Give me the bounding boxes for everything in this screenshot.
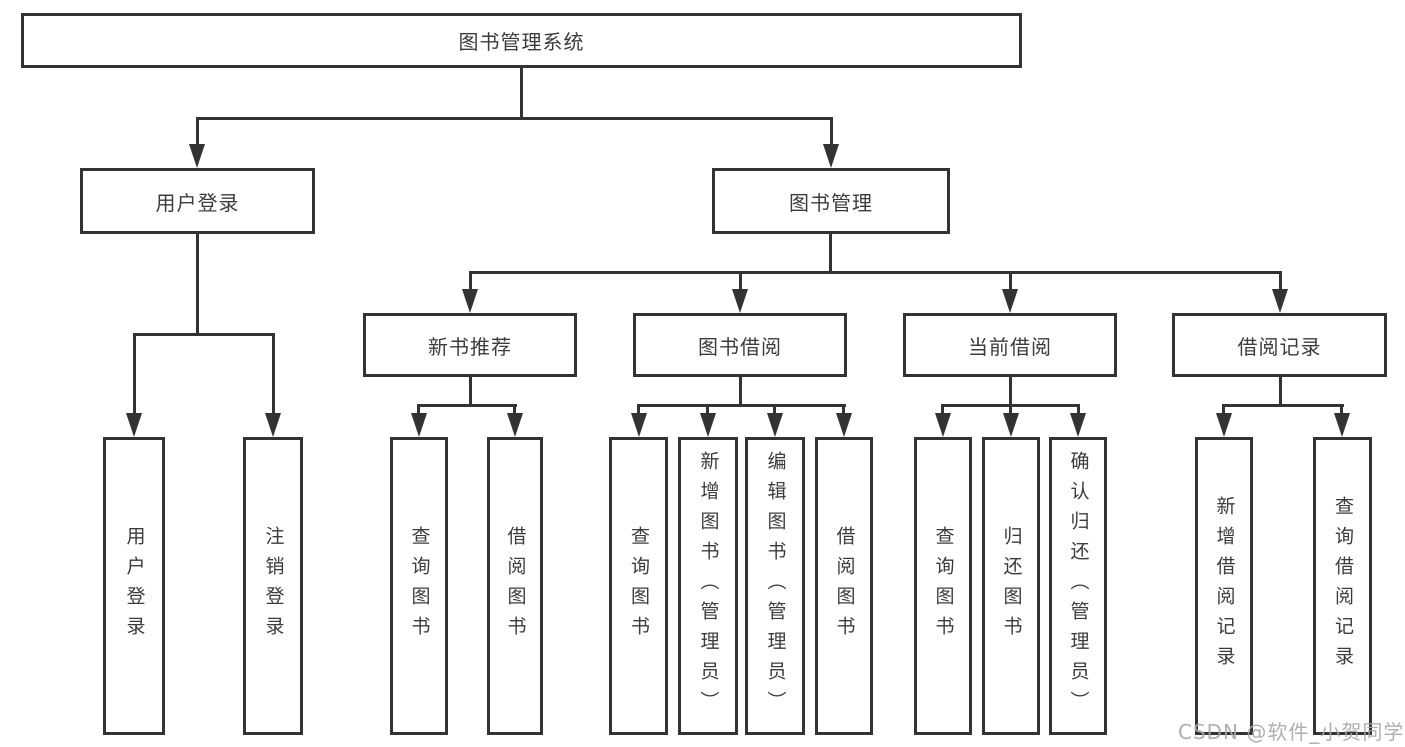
connector-line	[739, 271, 742, 293]
connector-line	[1222, 404, 1344, 407]
node-label: 新书推荐	[428, 334, 512, 359]
connector-line	[1077, 404, 1080, 418]
node-label: 用户登录	[155, 190, 240, 215]
leaf-label: 查询图书	[628, 526, 650, 646]
connector-line	[706, 404, 709, 418]
leaf-label: 确认归还（管理员）	[1067, 451, 1090, 721]
arrowhead-icon	[126, 413, 142, 437]
connector-line	[1009, 375, 1012, 407]
node-book-borrowing: 图书借阅	[633, 313, 847, 377]
arrowhead-icon	[411, 413, 427, 437]
connector-line	[1279, 375, 1282, 407]
leaf-confirm-return-admin: 确认归还（管理员）	[1049, 437, 1107, 735]
leaf-label: 借阅图书	[504, 526, 527, 646]
connector-line	[829, 232, 832, 274]
connector-line	[1009, 404, 1012, 418]
connector-line	[469, 271, 472, 293]
leaf-label: 编辑图书（管理员）	[764, 451, 787, 721]
leaf-return-books: 归还图书	[982, 437, 1040, 735]
connector-line	[133, 333, 275, 336]
arrowhead-icon	[631, 413, 647, 437]
node-borrowing-records: 借阅记录	[1172, 313, 1387, 377]
connector-line	[196, 117, 199, 147]
connector-line	[739, 375, 742, 407]
arrowhead-icon	[462, 289, 478, 313]
leaf-user-login: 用户登录	[103, 437, 165, 735]
connector-line	[637, 404, 640, 418]
connector-line	[941, 404, 944, 418]
node-label: 图书借阅	[698, 334, 782, 359]
arrowhead-icon	[265, 413, 281, 437]
connector-line	[1279, 271, 1282, 293]
connector-line	[520, 66, 523, 119]
node-library-management-system: 图书管理系统	[21, 13, 1022, 68]
arrowhead-icon	[823, 144, 839, 168]
leaf-query-books-borrowing: 查询图书	[609, 437, 668, 735]
leaf-query-borrow-record: 查询借阅记录	[1313, 437, 1372, 735]
connector-line	[196, 117, 833, 120]
leaf-label: 查询借阅记录	[1332, 496, 1354, 676]
csdn-watermark: CSDN @软件_小贺同学	[1178, 720, 1405, 744]
node-book-management: 图书管理	[712, 168, 950, 234]
leaf-query-books-recommend: 查询图书	[390, 437, 448, 735]
leaf-label: 新增借阅记录	[1213, 496, 1236, 676]
leaf-label: 查询图书	[932, 526, 955, 646]
arrowhead-icon	[507, 413, 523, 437]
connector-line	[417, 404, 420, 418]
node-label: 借阅记录	[1237, 334, 1322, 359]
leaf-add-books-admin: 新增图书（管理员）	[678, 437, 738, 735]
connector-line	[272, 333, 275, 417]
connector-line	[513, 404, 516, 418]
connector-line	[1009, 271, 1012, 293]
leaf-label: 新增图书（管理员）	[697, 451, 720, 721]
arrowhead-icon	[1272, 289, 1288, 313]
leaf-borrow-books-recommend: 借阅图书	[487, 437, 543, 735]
connector-line	[1340, 404, 1343, 418]
connector-line	[196, 232, 199, 336]
arrowhead-icon	[1216, 413, 1232, 437]
connector-line	[133, 333, 136, 417]
connector-line	[637, 404, 846, 407]
connector-line	[417, 404, 517, 407]
node-user-login: 用户登录	[80, 168, 315, 234]
leaf-label: 用户登录	[123, 526, 146, 646]
arrowhead-icon	[935, 413, 951, 437]
leaf-borrow-books: 借阅图书	[815, 437, 873, 735]
connector-line	[773, 404, 776, 418]
arrowhead-icon	[732, 289, 748, 313]
node-label: 当前借阅	[968, 334, 1052, 359]
arrowhead-icon	[1003, 413, 1019, 437]
connector-line	[469, 271, 1282, 274]
leaf-label: 借阅图书	[833, 526, 856, 646]
leaf-label: 归还图书	[1000, 526, 1023, 646]
arrowhead-icon	[700, 413, 716, 437]
arrowhead-icon	[1334, 413, 1350, 437]
arrowhead-icon	[1070, 413, 1086, 437]
connector-line	[1222, 404, 1225, 418]
node-label: 图书管理系统	[458, 30, 585, 54]
leaf-label: 查询图书	[408, 526, 431, 646]
connector-line	[469, 375, 472, 407]
leaf-query-books-current: 查询图书	[914, 437, 972, 735]
leaf-add-borrow-record: 新增借阅记录	[1195, 437, 1253, 735]
leaf-label: 注销登录	[262, 526, 285, 646]
connector-line	[830, 117, 833, 147]
node-current-borrowing: 当前借阅	[903, 313, 1117, 377]
arrowhead-icon	[1002, 289, 1018, 313]
node-new-book-recommendation: 新书推荐	[363, 313, 577, 377]
leaf-edit-books-admin: 编辑图书（管理员）	[745, 437, 805, 735]
arrowhead-icon	[836, 413, 852, 437]
arrowhead-icon	[189, 144, 205, 168]
arrowhead-icon	[767, 413, 783, 437]
node-label: 图书管理	[789, 190, 873, 215]
connector-line	[842, 404, 845, 418]
leaf-logout: 注销登录	[243, 437, 303, 735]
